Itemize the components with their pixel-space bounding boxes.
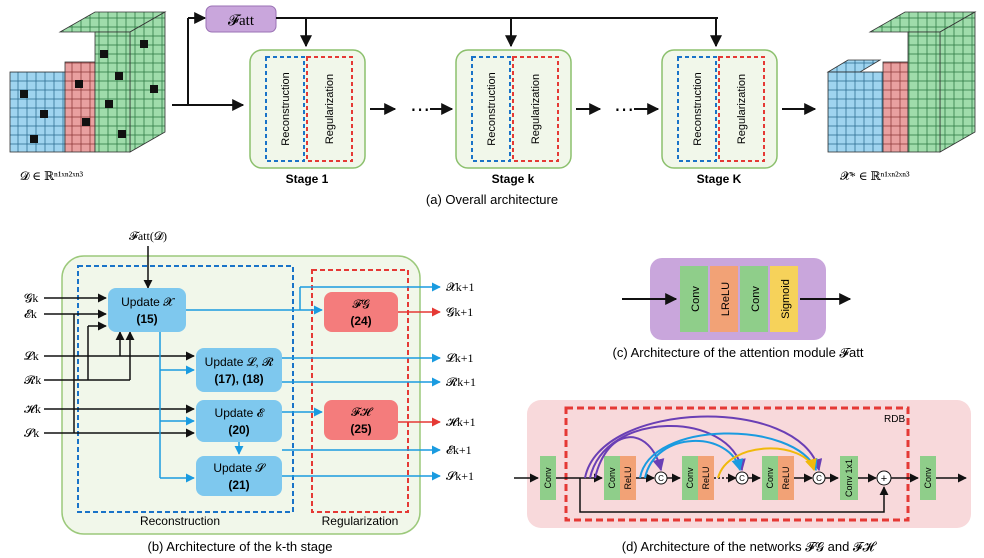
input-sk: 𝓢k (24, 426, 39, 440)
stage-K-reg-label: Regularization (736, 74, 748, 144)
d-conv-3-label: Conv (765, 467, 775, 489)
update-s-title: Update 𝓢 (213, 461, 266, 475)
caption-d: (d) Architecture of the networks 𝓕𝓖 and … (622, 539, 878, 554)
update-lr-title: Update 𝓛, 𝓡 (205, 355, 274, 369)
ellipsis-1: ⋯ (410, 99, 430, 121)
d-relu-2-label: ReLU (701, 466, 711, 489)
d-relu-2 (698, 456, 714, 500)
output-gk1: 𝓖k+1 (446, 305, 473, 319)
panel-d: RDB Conv Conv ReLU C Conv ReLU C Conv Re… (514, 400, 971, 554)
fg-box: 𝓕𝓖 (24) (324, 292, 398, 332)
d-conv1x1 (840, 456, 858, 500)
reg-label: Regularization (322, 514, 399, 528)
caption-a: (a) Overall architecture (426, 192, 558, 207)
d-conv-2-label: Conv (685, 467, 695, 489)
input-tensor-label: 𝓓 ∈ ℝⁿ¹ˣⁿ²ˣⁿ³ (20, 169, 84, 183)
att-conv-1 (680, 266, 708, 332)
fh-eq: (25) (350, 422, 371, 436)
d-conv-in-label: Conv (543, 467, 553, 489)
update-s-eq: (21) (228, 478, 249, 492)
update-x-eq: (15) (136, 312, 157, 326)
output-tensor-label: 𝓧* ∈ ℝⁿ¹ˣⁿ²ˣⁿ³ (840, 169, 910, 183)
input-rk: 𝓡k (24, 373, 41, 387)
output-xk1: 𝓧k+1 (446, 280, 474, 294)
stage-1-name: Stage 1 (286, 172, 329, 186)
ellipsis-2: ⋯ (614, 99, 634, 121)
d-relu-3-label: ReLU (781, 466, 791, 489)
att-sigmoid (770, 266, 798, 332)
att-conv-2 (740, 266, 768, 332)
fatt-label: 𝓕att (228, 13, 255, 29)
output-hk1: 𝓗k+1 (446, 415, 476, 429)
d-conv-out (920, 456, 936, 500)
caption-c: (c) Architecture of the attention module… (613, 345, 864, 360)
d-relu-3 (778, 456, 794, 500)
d-relu-1 (620, 456, 636, 500)
update-lr-eq: (17), (18) (214, 372, 263, 386)
att-conv-2-label: Conv (750, 286, 762, 312)
d-relu-1-label: ReLU (623, 466, 633, 489)
d-conv-in (540, 456, 556, 500)
att-sigmoid-label: Sigmoid (780, 279, 792, 319)
input-hk: 𝓗k (24, 402, 41, 416)
rdb-label: RDB (884, 414, 905, 425)
update-lr-box: Update 𝓛, 𝓡 (17), (18) (196, 348, 282, 392)
panel-c: Conv LReLU Conv Sigmoid (c) Architecture… (613, 258, 864, 360)
d-concat-1-label: C (658, 474, 664, 483)
input-gk: 𝓖k (24, 291, 38, 305)
fh-box: 𝓕𝓗 (25) (324, 400, 398, 440)
output-sk1: 𝓢k+1 (446, 469, 474, 483)
att-lrelu-label: LReLU (720, 282, 732, 316)
fg-eq: (24) (350, 314, 371, 328)
d-concat-2-label: C (739, 474, 745, 483)
caption-b: (b) Architecture of the k-th stage (148, 539, 333, 554)
recon-label: Reconstruction (140, 514, 220, 528)
update-e-title: Update 𝓔 (215, 406, 265, 420)
update-x-title: Update 𝓧 (121, 295, 175, 309)
update-s-box: Update 𝓢 (21) (196, 456, 282, 496)
output-lk1: 𝓛k+1 (446, 351, 474, 365)
stage-1: Reconstruction Regularization Stage 1 (249, 49, 366, 186)
fg-title: 𝓕𝓖 (352, 297, 370, 311)
input-lk: 𝓛k (24, 349, 39, 363)
input-tensor-icon (9, 11, 167, 153)
stage-K-name: Stage K (697, 172, 742, 186)
output-rk1: 𝓡k+1 (446, 375, 476, 389)
stage-1-recon-label: Reconstruction (280, 72, 292, 145)
update-e-box: Update 𝓔 (20) (196, 400, 282, 442)
d-conv-1 (604, 456, 620, 500)
stage-k-name: Stage k (492, 172, 535, 186)
stage-1-reg-label: Regularization (324, 74, 336, 144)
stage-k: Reconstruction Regularization Stage k (455, 49, 572, 186)
update-e-eq: (20) (228, 423, 249, 437)
d-conv-3 (762, 456, 778, 500)
d-conv-2 (682, 456, 698, 500)
fh-title: 𝓕𝓗 (351, 405, 374, 419)
d-sum-label: + (881, 473, 887, 485)
stage-k-recon-label: Reconstruction (486, 72, 498, 145)
panel-b: Reconstruction Regularization 𝓕att(𝓓) 𝓖k… (24, 229, 476, 554)
stage-k-reg-label: Regularization (530, 74, 542, 144)
update-x-box: Update 𝓧 (15) (108, 288, 186, 332)
input-ek: 𝓔k (24, 307, 37, 321)
panel-a: 𝓓 ∈ ℝⁿ¹ˣⁿ²ˣⁿ³ 𝓕att Reconstruction Regula… (9, 5, 977, 207)
att-conv-1-label: Conv (690, 286, 702, 312)
d-concat-3-label: C (816, 474, 822, 483)
fatt-d-label: 𝓕att(𝓓) (129, 229, 167, 243)
att-lrelu (710, 266, 738, 332)
d-conv-out-label: Conv (923, 467, 933, 489)
output-ek1: 𝓔k+1 (446, 443, 472, 457)
stage-K: Reconstruction Regularization Stage K (661, 49, 778, 186)
d-conv1x1-label: Conv 1x1 (844, 459, 854, 497)
d-conv-1-label: Conv (607, 467, 617, 489)
output-tensor-icon (826, 11, 977, 153)
stage-K-recon-label: Reconstruction (692, 72, 704, 145)
